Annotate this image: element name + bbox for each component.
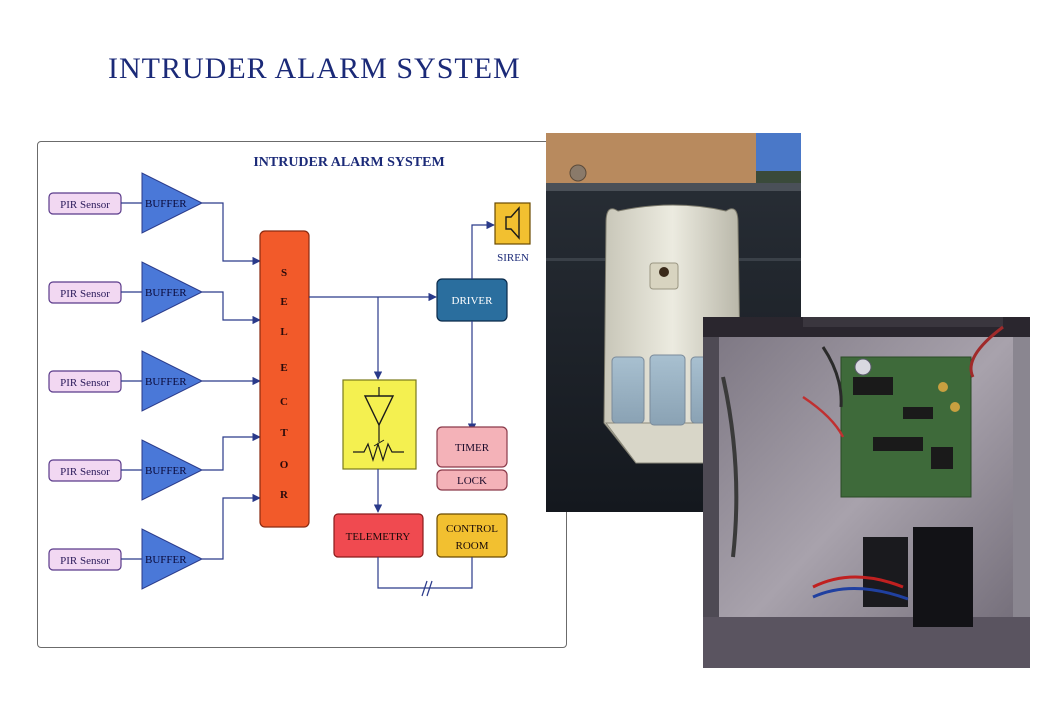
selector-block: S E L E C T O R: [259, 230, 310, 528]
selector-letter: R: [280, 489, 289, 501]
block-diagram: INTRUDER ALARM SYSTEM PIR Sensor BUFFER …: [48, 155, 531, 597]
sensor-row-2: PIR Sensor BUFFER: [48, 261, 261, 325]
pir-sensor-label: PIR Sensor: [60, 199, 110, 211]
amplifier-icon: [363, 395, 395, 427]
timer-label: TIMER: [455, 442, 490, 454]
sensor-row-5: PIR Sensor BUFFER: [48, 493, 261, 590]
selector-letter: S: [281, 267, 287, 279]
pir-sensor-label: PIR Sensor: [60, 377, 110, 389]
buffer-selector-arrow: [202, 432, 261, 471]
buffer-label: BUFFER: [145, 287, 187, 299]
lock-box: [436, 469, 508, 491]
selector-letter: L: [280, 326, 287, 338]
buffer-label: BUFFER: [145, 465, 187, 477]
link-break-mark: [426, 580, 433, 597]
link-break-mark: [421, 580, 428, 597]
buffer-label: BUFFER: [145, 376, 187, 388]
buffer-triangle: [141, 439, 204, 501]
detector-block: [342, 379, 417, 470]
timer-box: [436, 426, 508, 468]
buffer-label: BUFFER: [145, 554, 187, 566]
siren-block: SIREN: [494, 202, 531, 264]
selector-letter: O: [280, 459, 289, 471]
buffer-triangle: [141, 172, 204, 234]
control-room-label-line1: CONTROL: [446, 523, 498, 535]
buffer-triangle: [141, 528, 204, 590]
driver-block: DRIVER: [436, 278, 508, 322]
telemetry-link-line: [377, 557, 473, 589]
speaker-icon: [505, 206, 520, 240]
control-room-block: CONTROL ROOM: [436, 513, 508, 558]
slide-title: INTRUDER ALARM SYSTEM: [108, 52, 521, 85]
buffer-selector-arrow: [202, 493, 261, 560]
detector-wire: [373, 439, 385, 447]
buffer-triangle: [141, 350, 204, 412]
selector-letter: T: [280, 427, 288, 439]
pir-sensor-label: PIR Sensor: [60, 555, 110, 567]
diagram-title: INTRUDER ALARM SYSTEM: [253, 155, 444, 170]
block-diagram-panel: INTRUDER ALARM SYSTEM PIR Sensor BUFFER …: [37, 141, 567, 648]
timer-lock-block: TIMER LOCK: [436, 426, 508, 491]
telemetry-block: TELEMETRY: [333, 513, 424, 558]
buffer-label: BUFFER: [145, 198, 187, 210]
selector-letter: E: [280, 362, 287, 374]
selector-box: [259, 230, 310, 528]
buffer-selector-arrow: [202, 202, 261, 266]
driver-label: DRIVER: [452, 295, 494, 307]
siren-label: SIREN: [497, 252, 529, 264]
pir-sensor-label: PIR Sensor: [60, 288, 110, 300]
buffer-triangle: [141, 261, 204, 323]
sensor-row-4: PIR Sensor BUFFER: [48, 432, 261, 501]
selector-letter: C: [280, 396, 288, 408]
buffer-selector-arrow: [202, 291, 261, 325]
alarm-circuit-board-photo: [703, 317, 1030, 668]
sensor-row-3: PIR Sensor BUFFER: [48, 350, 261, 412]
pir-sensor-label: PIR Sensor: [60, 466, 110, 478]
lock-label: LOCK: [457, 475, 487, 487]
siren-box: [494, 202, 531, 245]
driver-siren-arrow: [471, 220, 495, 279]
telemetry-label: TELEMETRY: [346, 531, 411, 543]
selector-letter: E: [280, 296, 287, 308]
sensor-row-1: PIR Sensor BUFFER: [48, 172, 261, 266]
control-room-label-line2: ROOM: [455, 540, 488, 552]
